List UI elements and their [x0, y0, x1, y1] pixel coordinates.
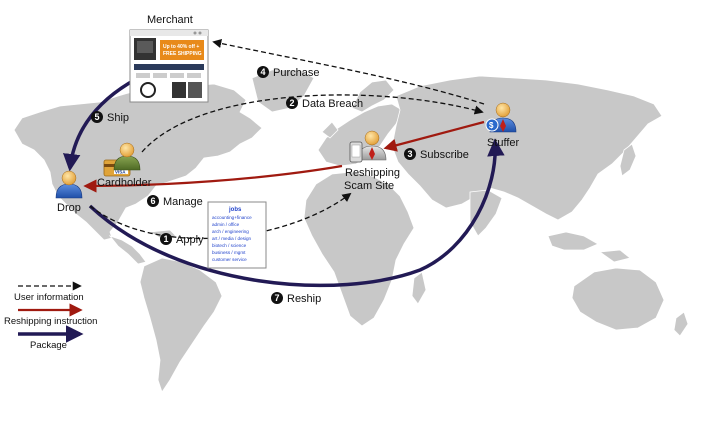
merchant-webpage: Up to 40% off + FREE SHIPPING [129, 29, 209, 103]
jobs-line: admin / office [212, 222, 240, 227]
step-1: 1 Apply [160, 233, 204, 246]
step-6-badge [147, 195, 159, 207]
merchant-banner-line2: FREE SHIPPING [163, 51, 202, 57]
stuffer-icon: $ [485, 102, 517, 133]
step-4-number: 4 [260, 67, 265, 77]
step-5-number: 5 [94, 112, 99, 122]
step-1-label: Apply [176, 234, 204, 246]
jobs-line: arch / engineering [212, 229, 249, 234]
cardholder-label: Cardholder [97, 177, 152, 189]
step-6-label: Manage [163, 196, 203, 208]
step-2: 2 Data Breach [286, 97, 363, 110]
arrow-manage [83, 164, 343, 193]
arrow-reship [88, 138, 505, 288]
step-4-label: Purchase [273, 67, 319, 79]
drop-label: Drop [57, 202, 81, 214]
step-6: 6 Manage [147, 195, 203, 208]
step-3-number: 3 [407, 149, 412, 159]
step-3-label: Subscribe [420, 149, 469, 161]
jobs-line: art / media / design [212, 236, 252, 241]
jobs-ad: jobs accounting+finance admin / office arc… [207, 201, 267, 269]
arrow-data-breach [141, 94, 484, 153]
legend-user-info: User information [14, 292, 84, 303]
step-7-number: 7 [274, 293, 279, 303]
step-6-number: 6 [150, 196, 155, 206]
merchant-label: Merchant [147, 14, 193, 26]
step-3: 3 Subscribe [404, 148, 469, 161]
drop-icon [55, 170, 83, 199]
jobs-line: customer service [212, 257, 247, 262]
stuffer-label: Stuffer [487, 137, 520, 149]
step-3-badge [404, 148, 416, 160]
step-5-badge [91, 111, 103, 123]
jobs-title: jobs [228, 207, 242, 213]
step-1-badge [160, 233, 172, 245]
arrow-subscribe [383, 120, 485, 152]
site-label-line1: Reshipping [345, 167, 400, 179]
dollar-icon: $ [489, 121, 494, 130]
jobs-line: accounting+finance [212, 215, 252, 220]
step-7-label: Reship [287, 293, 321, 305]
cardholder-icon [113, 142, 141, 171]
merchant-banner-line1: Up to 40% off + [163, 44, 199, 50]
site-label-line2: Scam Site [344, 180, 394, 192]
step-2-badge [286, 97, 298, 109]
arrow-ship [62, 76, 139, 172]
jobs-line: business / mgmt [212, 250, 246, 255]
world-map [13, 69, 689, 393]
reshipping-site-icon [349, 130, 387, 163]
step-5: 5 Ship [91, 111, 129, 124]
step-2-label: Data Breach [302, 98, 363, 110]
arrow-purchase [212, 39, 485, 105]
step-7: 7 Reship [271, 292, 321, 305]
step-1-number: 1 [163, 234, 168, 244]
step-2-number: 2 [289, 98, 294, 108]
card-brand: VISA [115, 170, 126, 175]
legend-instruction: Reshipping instruction [4, 316, 97, 327]
legend-package: Package [30, 340, 67, 351]
step-7-badge [271, 292, 283, 304]
jobs-line: biotech / science [212, 243, 247, 248]
step-5-label: Ship [107, 112, 129, 124]
step-4: 4 Purchase [257, 66, 319, 79]
legend: User information Reshipping instruction … [4, 281, 97, 351]
step-4-badge [257, 66, 269, 78]
